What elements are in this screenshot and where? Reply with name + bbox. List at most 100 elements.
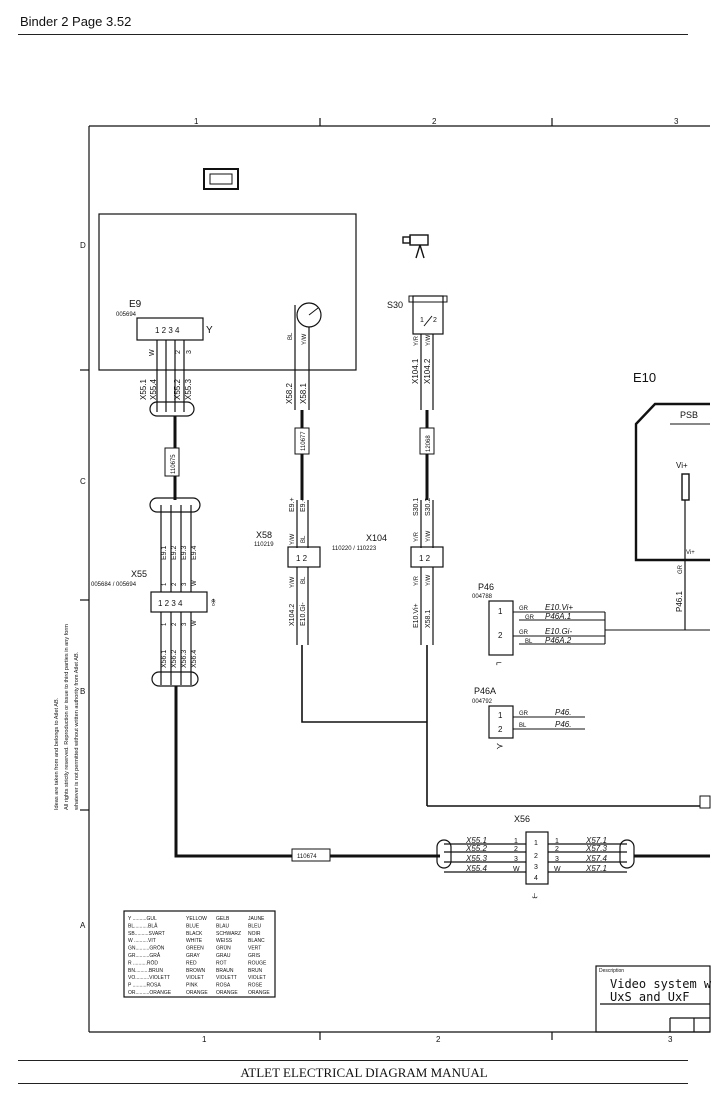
p46a-symbol: ≻: [496, 741, 504, 751]
legend-cell: BRAUN: [216, 968, 234, 974]
x56-p1: 1: [534, 840, 538, 847]
p46a-label: P46A: [474, 686, 496, 696]
x56-r1: X57.1: [585, 836, 607, 845]
x55-symbol: ⥉: [211, 598, 216, 609]
page-header: Binder 2 Page 3.52: [20, 14, 132, 29]
x56-p4: 4: [534, 875, 538, 882]
p46-s4: P46A.2: [545, 636, 572, 645]
p46-c4: BL: [525, 639, 533, 645]
grid-col-1: 1: [194, 117, 199, 126]
legend-cell: BROWN: [186, 968, 206, 974]
p46-s2: P46A.1: [545, 612, 571, 621]
legend-cell: ORANGE: [186, 990, 208, 996]
grid-row-b: B: [80, 687, 85, 696]
x104-botyw: Y/W: [426, 574, 432, 586]
x55-topn-4: W: [192, 580, 198, 586]
e9-wire-3: 3: [186, 350, 193, 354]
legend-cell: WEISS: [216, 938, 233, 944]
legend-cell: ORANGE: [248, 990, 270, 996]
x58-pins: 1 2: [296, 554, 308, 563]
x56-r4: X57.1: [585, 864, 607, 873]
x104-bot2: X58.1: [425, 610, 432, 628]
p46a-pin1: 1: [498, 711, 503, 720]
x55-top-3: E9.3: [181, 545, 188, 560]
cable-110675: [164, 447, 180, 477]
legend-cell: SCHWARZ: [216, 931, 241, 937]
x55-botn-1: 1: [162, 622, 168, 626]
legend-cell: RED: [186, 960, 197, 966]
color-legend: [123, 910, 276, 998]
titleblock-line1: Video system w: [610, 977, 712, 991]
s30-label: S30: [387, 300, 403, 310]
x58-code: 110219: [254, 542, 274, 548]
legend-cell: ROSA: [216, 983, 231, 989]
legend-cell: VIOLET: [186, 975, 204, 981]
p46a-c2: BL: [519, 723, 527, 729]
grid-row-a: A: [80, 921, 86, 930]
x56-rn2: 2: [555, 846, 559, 853]
s30-w2: X104.2: [423, 358, 432, 384]
p46a-c1: GR: [519, 711, 529, 717]
legend-cell: WHITE: [186, 938, 203, 944]
x55-wire-4: X55.4: [149, 379, 158, 400]
copyright-line3: whatever is not permitted without writte…: [74, 651, 80, 811]
p46-connector: [488, 600, 514, 656]
x56-l2: X55.2: [465, 844, 487, 853]
legend-cell: GRÜN: [216, 945, 231, 952]
legend-cell: ROUGE: [248, 960, 267, 966]
x58-top2: E9.-: [300, 498, 307, 512]
grid-col-2-bottom: 2: [436, 1035, 441, 1044]
x58-top1: E9.+: [289, 497, 296, 512]
x56-ln4: W: [513, 866, 520, 873]
x104-yr: Y/R: [414, 531, 420, 542]
x55-connector: [150, 591, 208, 613]
x104-bot1: E10.Vi+: [413, 603, 420, 628]
mon-bl: BL: [288, 332, 294, 340]
p46a-s1: P46.: [555, 708, 571, 717]
legend-cell: ROSE: [248, 983, 263, 989]
x55-bot-2: X56.2: [171, 650, 178, 668]
x55-topn-3: 3: [182, 582, 188, 586]
legend-cell: OR..........ORANGE: [128, 990, 172, 996]
copyright-notice: Ideas are taken from and belongs to Atle…: [54, 624, 80, 811]
x56-rn3: 3: [555, 856, 559, 863]
legend-cell: P ..........ROSA: [128, 983, 161, 989]
e10-label: E10: [633, 370, 656, 385]
e9-wire-2: 2: [175, 350, 182, 354]
x55-label: X55: [131, 569, 147, 579]
s30-w1: X104.1: [411, 358, 420, 384]
legend-cell: VO..........VIOLETT: [128, 975, 170, 981]
s30-yr: Y/R: [414, 335, 420, 346]
grid-col-1-bottom: 1: [202, 1035, 207, 1044]
grid-col-3: 3: [674, 117, 679, 126]
legend-cell: BLAU: [216, 923, 229, 929]
legend-cell: W ..........VIT: [128, 938, 156, 944]
p46-c2: GR: [525, 615, 535, 621]
x56-l1: X55.1: [465, 836, 487, 845]
x55-botn-3: 3: [182, 622, 188, 626]
titleblock-line2: UxS and UxF: [610, 990, 689, 1004]
x55-bot-4: X56.4: [191, 650, 198, 668]
x55-pins: 1 2 3 4: [158, 599, 183, 608]
x56-rn1: 1: [555, 838, 559, 845]
p46-label: P46: [478, 582, 494, 592]
x58-yw: Y/W: [290, 533, 296, 545]
x55-bot-1: X56.1: [161, 650, 168, 668]
legend-cell: BL..........BLÅ: [128, 922, 158, 929]
copyright-line1: Ideas are taken from and belongs to Atle…: [54, 697, 60, 810]
legend-cell: GRAY: [186, 953, 200, 959]
grid-row-d: D: [80, 241, 86, 250]
x58-botbl: BL: [301, 576, 307, 584]
x58-connector: [287, 546, 321, 568]
legend-cell: BLACK: [186, 931, 203, 937]
x55-topn-2: 2: [172, 582, 178, 586]
x104-top2: S30.2: [425, 498, 432, 516]
mon-yw: Y/W: [302, 333, 308, 345]
p46a-pin2: 2: [498, 725, 503, 734]
legend-cell: YELLOW: [186, 916, 207, 922]
p46-s3: E10.Gi-: [545, 627, 572, 636]
legend-cell: VIOLETT: [216, 975, 237, 981]
x56-l4: X55.4: [465, 864, 487, 873]
s30-yw: Y/W: [426, 334, 432, 346]
x55-topn-1: 1: [162, 582, 168, 586]
